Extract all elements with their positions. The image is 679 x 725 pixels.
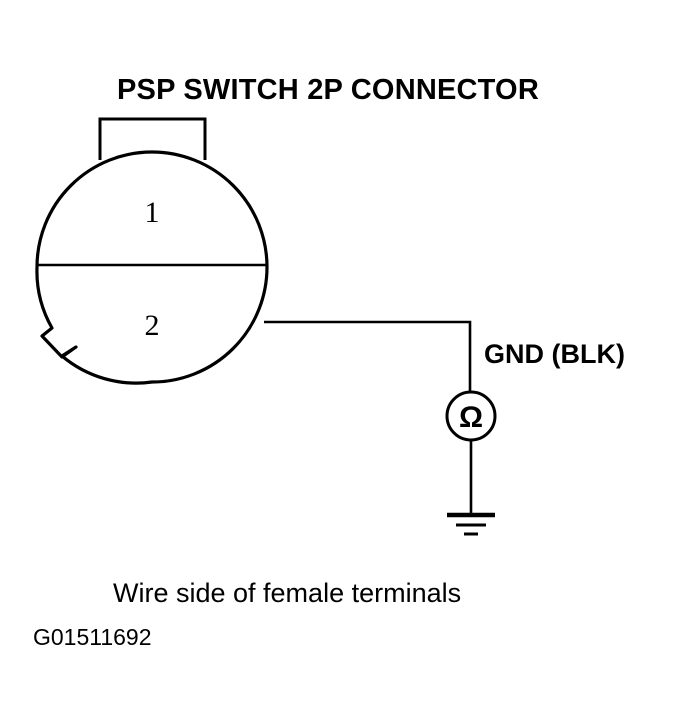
- terminal-number-2: 2: [145, 309, 160, 342]
- ground-wire-label: GND (BLK): [484, 339, 625, 369]
- diagram-title: PSP SWITCH 2P CONNECTOR: [117, 74, 539, 106]
- ground-wire: [264, 320, 472, 392]
- connector-locking-tab: [98, 117, 207, 160]
- omega-icon: Ω: [459, 401, 483, 434]
- diagram-caption: Wire side of female terminals: [113, 578, 461, 608]
- figure-id: G01511692: [33, 624, 152, 650]
- terminal-number-1: 1: [145, 196, 160, 229]
- connector-body-outline: [35, 150, 269, 385]
